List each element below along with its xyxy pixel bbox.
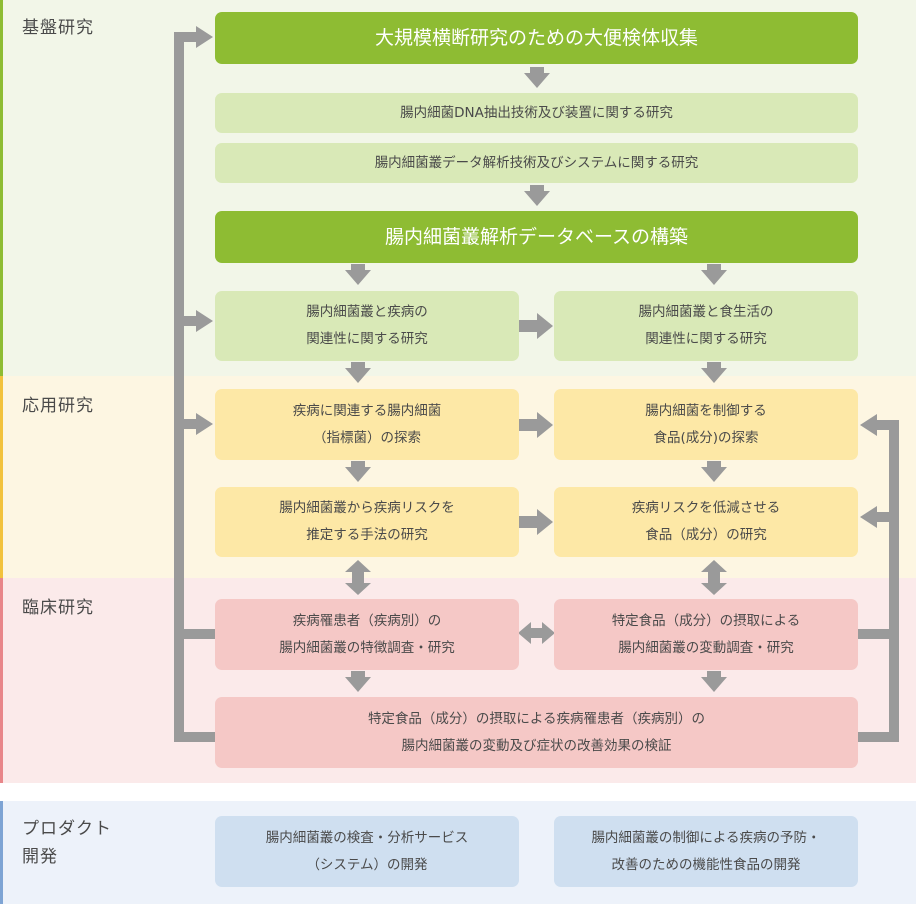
section-clinical-label: 臨床研究 bbox=[22, 598, 94, 618]
arrow-down-10-head bbox=[701, 677, 727, 692]
right-loop-bottom-line bbox=[858, 732, 899, 742]
arrow-right-3-head bbox=[537, 509, 553, 535]
arrow-leftright bbox=[518, 622, 555, 644]
right-loop-top-line bbox=[877, 420, 899, 430]
arrow-down-2-head bbox=[524, 191, 550, 206]
section-basic-edge bbox=[0, 0, 3, 376]
arrow-down-1-shaft bbox=[530, 67, 544, 73]
box-inspection-service-dev: 腸内細菌叢の検査・分析サービス （システム）の開発 bbox=[215, 816, 519, 887]
arrow-down-2-shaft bbox=[530, 185, 544, 191]
arrow-down-4-head bbox=[701, 270, 727, 285]
arrow-right-3-shaft bbox=[519, 516, 537, 528]
right-loop-branch bbox=[877, 512, 889, 522]
box-large-stool-collection: 大規模横断研究のための大便検体収集 bbox=[215, 12, 858, 64]
right-loop-vertical-line bbox=[889, 420, 899, 742]
box-patient-improvement-verification: 特定食品（成分）の摂取による疾病罹患者（疾病別）の 腸内細菌叢の変動及び症状の改… bbox=[215, 697, 858, 768]
arrow-to-stool-collection bbox=[196, 26, 213, 48]
arrow-down-1-head bbox=[524, 73, 550, 88]
box-patient-feature-study: 疾病罹患者（疾病別）の 腸内細菌叢の特徴調査・研究 bbox=[215, 599, 519, 670]
arrow-down-7-head bbox=[345, 467, 371, 482]
section-applied-label: 応用研究 bbox=[22, 396, 94, 416]
arrow-to-flora-disease bbox=[196, 310, 213, 332]
section-clinical-edge bbox=[0, 578, 3, 783]
arrow-down-10-shaft bbox=[707, 671, 721, 677]
box-flora-diet-relation: 腸内細菌叢と食生活の 関連性に関する研究 bbox=[554, 291, 858, 361]
box-flora-disease-relation: 腸内細菌叢と疾病の 関連性に関する研究 bbox=[215, 291, 519, 361]
right-loop-middle-line bbox=[858, 629, 899, 639]
box-risk-estimation-research: 腸内細菌叢から疾病リスクを 推定する手法の研究 bbox=[215, 487, 519, 557]
arrow-down-9-shaft bbox=[351, 671, 365, 677]
arrow-down-6-head bbox=[701, 368, 727, 383]
arrow-down-5-head bbox=[345, 368, 371, 383]
arrow-down-3-head bbox=[345, 270, 371, 285]
box-risk-reduction-food-research: 疾病リスクを低減させる 食品（成分）の研究 bbox=[554, 487, 858, 557]
arrow-down-8-shaft bbox=[707, 461, 721, 467]
left-loop-bottom-line bbox=[174, 732, 215, 742]
arrow-to-food-control bbox=[860, 414, 877, 436]
arrow-to-disease-bacteria bbox=[196, 413, 213, 435]
arrow-right-2-shaft bbox=[519, 419, 537, 431]
left-loop-branch-3 bbox=[184, 629, 215, 639]
left-loop-branch-2 bbox=[184, 419, 196, 429]
arrow-down-9-head bbox=[345, 677, 371, 692]
box-food-control-search: 腸内細菌を制御する 食品(成分)の探索 bbox=[554, 389, 858, 460]
left-loop-branch-1 bbox=[184, 316, 196, 326]
arrow-down-4-shaft bbox=[707, 264, 721, 270]
arrow-to-risk-reduction bbox=[860, 506, 877, 528]
section-basic-label: 基盤研究 bbox=[22, 18, 94, 38]
box-dna-extraction-research: 腸内細菌DNA抽出技術及び装置に関する研究 bbox=[215, 93, 858, 133]
box-data-analysis-research: 腸内細菌叢データ解析技術及びシステムに関する研究 bbox=[215, 143, 858, 183]
arrow-down-3-shaft bbox=[351, 264, 365, 270]
arrow-updown-right bbox=[701, 560, 727, 595]
arrow-down-6-shaft bbox=[707, 362, 721, 368]
box-functional-food-dev: 腸内細菌叢の制御による疾病の予防・ 改善のための機能性食品の開発 bbox=[554, 816, 858, 887]
box-disease-bacteria-search: 疾病に関連する腸内細菌 （指標菌）の探索 bbox=[215, 389, 519, 460]
section-product-edge bbox=[0, 801, 3, 904]
arrow-down-5-shaft bbox=[351, 362, 365, 368]
section-product-label: プロダクト 開発 bbox=[22, 819, 112, 867]
arrow-right-2-head bbox=[537, 412, 553, 438]
section-applied-edge bbox=[0, 376, 3, 578]
arrow-updown-left bbox=[345, 560, 371, 595]
left-loop-top-line bbox=[174, 32, 196, 42]
arrow-down-8-head bbox=[701, 467, 727, 482]
left-loop-vertical-line bbox=[174, 32, 184, 742]
arrow-right-1-head bbox=[537, 313, 553, 339]
box-database-construction: 腸内細菌叢解析データベースの構築 bbox=[215, 211, 858, 263]
arrow-right-1-shaft bbox=[519, 320, 537, 332]
arrow-down-7-shaft bbox=[351, 461, 365, 467]
box-food-intake-change-study: 特定食品（成分）の摂取による 腸内細菌叢の変動調査・研究 bbox=[554, 599, 858, 670]
